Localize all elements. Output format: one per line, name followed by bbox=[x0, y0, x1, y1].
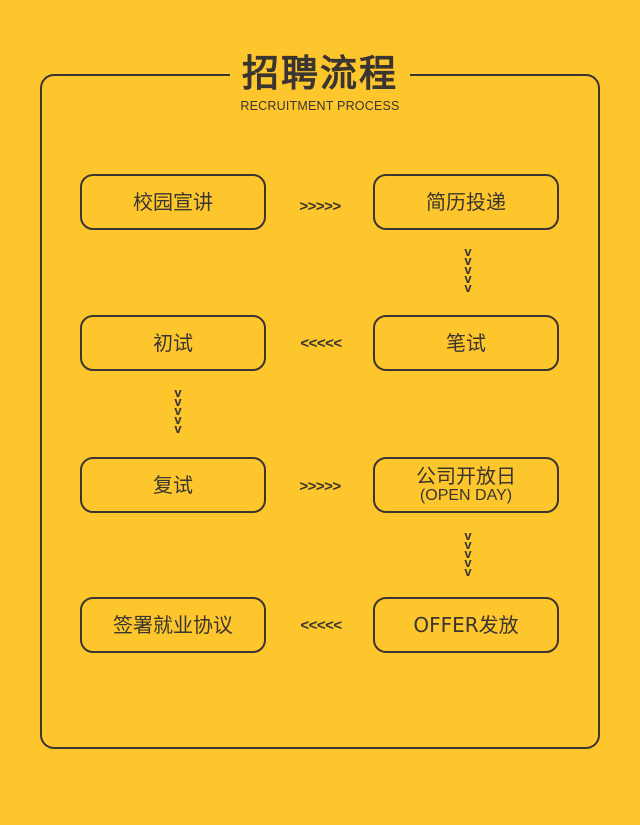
arrow-down-3: v v v v v bbox=[458, 528, 478, 579]
arrow-chevron: v bbox=[174, 385, 182, 400]
step-label: 笔试 bbox=[446, 331, 486, 355]
header: 招聘流程 RECRUITMENT PROCESS bbox=[230, 48, 410, 118]
step-second-interview: 复试 bbox=[80, 457, 266, 513]
step-written-test: 笔试 bbox=[373, 315, 559, 371]
arrow-left-1: <<<<< bbox=[300, 335, 342, 352]
step-label: 公司开放日 bbox=[416, 464, 516, 488]
arrow-left-2: <<<<< bbox=[300, 617, 342, 634]
step-resume-submission: 简历投递 bbox=[373, 174, 559, 230]
arrow-right-1: >>>>> bbox=[299, 198, 341, 215]
page-title: 招聘流程 bbox=[242, 52, 398, 95]
arrow-right-2: >>>>> bbox=[299, 478, 341, 495]
step-label: 简历投递 bbox=[426, 190, 506, 214]
arrow-chevron: v bbox=[464, 537, 472, 552]
step-label: 复试 bbox=[153, 473, 193, 497]
arrow-chevron: v bbox=[464, 564, 472, 579]
step-label: 初试 bbox=[153, 331, 193, 355]
step-sign-agreement: 签署就业协议 bbox=[80, 597, 266, 653]
step-label: OFFER发放 bbox=[413, 613, 519, 637]
arrow-down-2: v v v v v bbox=[168, 385, 188, 436]
arrow-chevron: v bbox=[174, 394, 182, 409]
arrow-chevron: v bbox=[464, 253, 472, 268]
step-offer: OFFER发放 bbox=[373, 597, 559, 653]
step-sublabel: (OPEN DAY) bbox=[419, 487, 513, 504]
step-first-interview: 初试 bbox=[80, 315, 266, 371]
arrow-chevron: v bbox=[174, 421, 182, 436]
arrow-chevron: v bbox=[464, 555, 472, 570]
arrow-chevron: v bbox=[464, 546, 472, 561]
arrow-down-1: v v v v v bbox=[458, 244, 478, 295]
arrow-chevron: v bbox=[464, 528, 472, 543]
page-subtitle: RECRUITMENT PROCESS bbox=[240, 99, 400, 113]
step-label: 校园宣讲 bbox=[133, 190, 213, 214]
arrow-chevron: v bbox=[174, 403, 182, 418]
step-campus-talk: 校园宣讲 bbox=[80, 174, 266, 230]
arrow-chevron: v bbox=[464, 244, 472, 259]
arrow-chevron: v bbox=[174, 412, 182, 427]
step-label: 签署就业协议 bbox=[113, 613, 233, 637]
arrow-chevron: v bbox=[464, 262, 472, 277]
arrow-chevron: v bbox=[464, 280, 472, 295]
arrow-chevron: v bbox=[464, 271, 472, 286]
step-open-day: 公司开放日 (OPEN DAY) bbox=[373, 457, 559, 513]
